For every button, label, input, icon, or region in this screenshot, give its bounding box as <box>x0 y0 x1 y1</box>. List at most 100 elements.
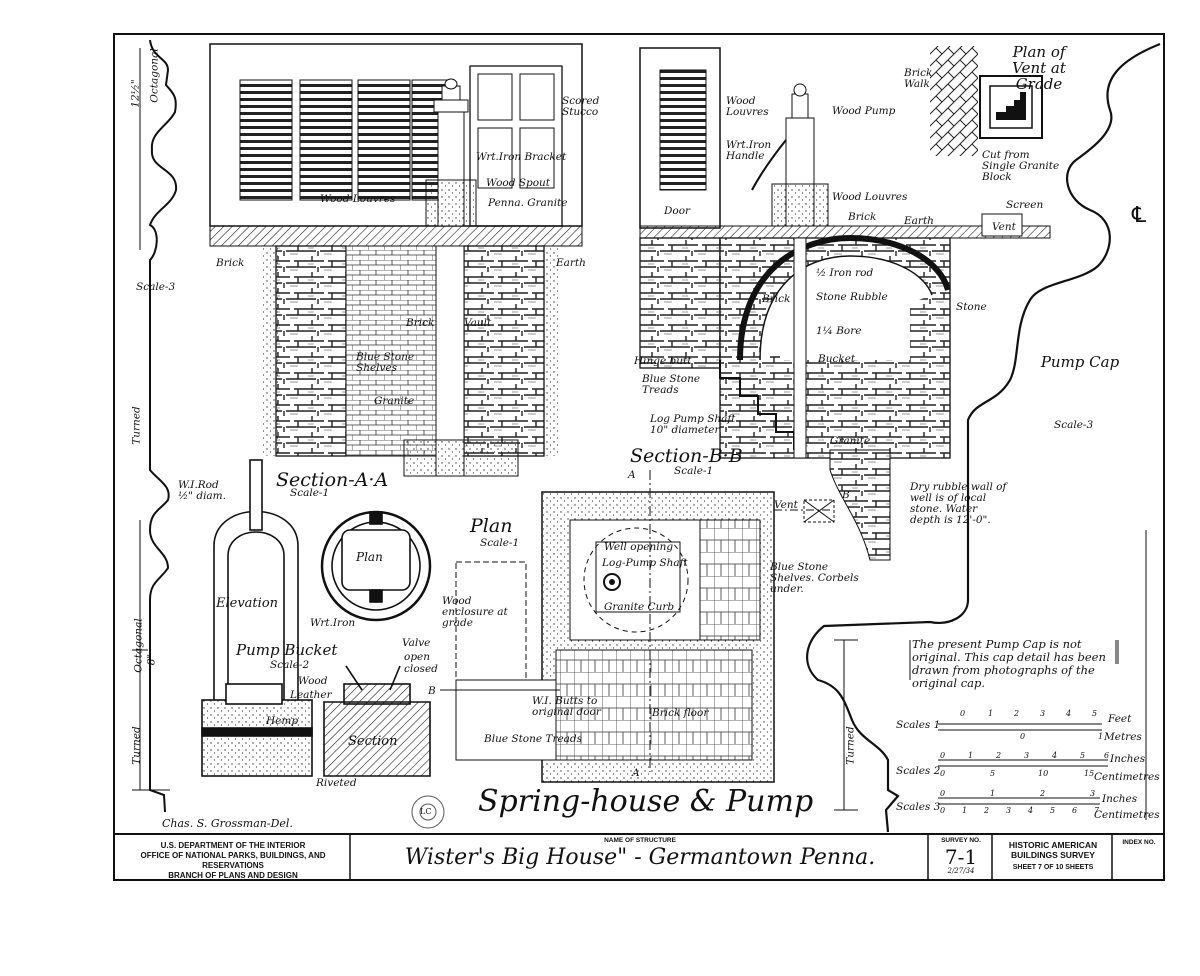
label-log-pump-shaft-plan: Log-Pump Shaft <box>602 557 688 569</box>
delineator: Chas. S. Grossman-Del. <box>162 817 293 830</box>
label-blue-stone-treads-plan: Blue Stone Treads <box>484 733 583 745</box>
scale3-bottom-unit: Centimetres <box>1094 809 1160 821</box>
scale2-bottom-unit: Centimetres <box>1094 771 1160 783</box>
label-bucket: Bucket <box>818 353 856 365</box>
section-bb-title: Section-B·B <box>630 445 743 467</box>
graphic-scales <box>938 723 1108 805</box>
scale1-label: Scales 1 <box>896 719 941 731</box>
habs-line2: BUILDINGS SURVEY <box>1011 850 1095 860</box>
scale2-tick: 0 <box>940 769 946 778</box>
label-b-right: B <box>842 489 850 501</box>
scale3-tick: 1 <box>962 806 968 815</box>
scale2-tick: 5 <box>1080 751 1086 760</box>
label-granite-curb: Granite Curb <box>604 601 675 613</box>
scale2-top-unit: Inches <box>1110 753 1146 765</box>
label-brick-walk: Brick Walk <box>904 67 933 90</box>
survey-number: 7-1 <box>944 845 978 869</box>
label-blue-stone-shelves-plan: Blue Stone Shelves. Corbels under. <box>770 561 859 595</box>
label-brick-c: Brick <box>762 293 791 305</box>
section-bb-scale: Scale-1 <box>674 465 714 477</box>
label-brick-b: Brick <box>848 211 877 223</box>
label-section-b: Section <box>348 734 398 749</box>
label-dry-rubble: Dry rubble wall of well is of local ston… <box>910 481 1007 526</box>
label-wood-b: Wood <box>298 675 328 687</box>
structure-name: Wister's Big House" - Germantown Penna. <box>404 845 876 870</box>
label-wrt-iron-handle: Wrt.Iron Handle <box>726 139 772 162</box>
label-iron-rod: ½ Iron rod <box>816 267 874 279</box>
scale1-tick: 4 <box>1066 709 1072 718</box>
scale3-tick: 1 <box>990 789 996 798</box>
label-hemp: Hemp <box>266 715 299 727</box>
label-wood-louvres-a: Wood Louvres <box>320 193 396 205</box>
survey-date: 2/27/34 <box>947 867 975 875</box>
label-wrt-iron-bracket: Wrt.Iron Bracket <box>476 151 567 163</box>
label-turned-left2: Turned <box>130 726 143 765</box>
pump-bucket-scale: Scale-2 <box>270 659 310 671</box>
label-a-top: A <box>628 469 636 481</box>
label-a-bottom: A <box>632 767 640 779</box>
drawing-title: Spring-house & Pump <box>478 784 814 819</box>
label-brick-a: Brick <box>216 257 245 269</box>
section-aa-drawing <box>209 43 583 477</box>
scale1-tick: 2 <box>1014 709 1020 718</box>
label-scored-stucco: Scored Stucco <box>562 95 600 118</box>
index-caption: INDEX NO. <box>1122 839 1156 846</box>
label-wi-butts: W.I. Butts to original door <box>532 695 601 718</box>
label-turned-right: Turned <box>844 726 857 765</box>
scale1-tick: 1 <box>988 709 994 718</box>
pump-bucket-title: Pump Bucket <box>236 641 338 659</box>
vent-plan-title: Plan of Vent at Grade <box>1012 43 1066 93</box>
label-vault: Vault <box>464 317 492 329</box>
agency-line: U.S. DEPARTMENT OF THE INTERIOR <box>160 841 306 850</box>
scale2-tick: 4 <box>1052 751 1058 760</box>
label-wi-rod: W.I.Rod ½" diam. <box>178 479 226 502</box>
section-aa-scale: Scale-1 <box>290 487 330 499</box>
label-brick-vault: Brick <box>406 317 435 329</box>
label-elevation: Elevation <box>216 596 279 611</box>
plan-scale: Scale-1 <box>480 537 520 549</box>
label-hinge-butt: Hinge butt <box>634 355 692 367</box>
label-wrt-iron: Wrt.Iron <box>310 617 356 629</box>
lc-stamp: LC <box>420 807 432 816</box>
pump-cap-title: Pump Cap <box>1040 353 1120 371</box>
label-blue-stone-shelves: Blue Stone Shelves <box>356 351 415 374</box>
scale1-tick: 0 <box>960 709 966 718</box>
label-valve: Valve <box>402 637 431 649</box>
label-earth-a: Earth <box>556 257 586 269</box>
label-brick-floor: Brick floor <box>652 707 709 719</box>
scale3-tick: 2 <box>984 806 990 815</box>
branch-line: BRANCH OF PLANS AND DESIGN <box>168 871 298 880</box>
scale2-tick: 3 <box>1024 751 1030 760</box>
scale3-tick: 2 <box>1040 789 1046 798</box>
pipe-symbol: ℄ <box>1132 203 1147 228</box>
scale3-label: Scales 3 <box>896 801 941 813</box>
label-blue-stone-treads: Blue Stone Treads <box>642 373 701 396</box>
plan-drawing <box>440 470 835 783</box>
scale1-bottom-unit: Metres <box>1104 731 1142 743</box>
right-cap-profile <box>806 42 1161 833</box>
scale3-tick: 5 <box>1050 806 1056 815</box>
wood-pump-title: Wood Pump <box>832 105 896 117</box>
habs-line1: HISTORIC AMERICAN <box>1008 840 1098 850</box>
label-wood-louvres-b: Wood Louvres <box>726 95 769 118</box>
label-vent-plan: Vent <box>774 499 798 511</box>
label-wood-louvres-c: Wood Louvres <box>832 191 908 203</box>
label-screen: Screen <box>1006 199 1044 211</box>
label-log-pump-shaft: Log Pump Shaft 10" diameter <box>650 413 736 436</box>
label-octagonal-left: Octagonal <box>132 618 145 673</box>
scale1-tick: 3 <box>1040 709 1046 718</box>
scale1-tick: 5 <box>1092 709 1098 718</box>
office-line: OFFICE OF NATIONAL PARKS, BUILDINGS, AND… <box>140 851 326 870</box>
label-wood-spout: Wood Spout <box>486 177 550 189</box>
scale3-tick: 0 <box>940 789 946 798</box>
scale2-tick: 0 <box>940 751 946 760</box>
label-riveted: Riveted <box>316 777 357 789</box>
label-turned-left: Turned <box>130 406 143 445</box>
label-plan-bucket: Plan <box>356 550 383 564</box>
label-b-left: B <box>428 685 436 697</box>
label-granite-a: Granite <box>374 395 415 407</box>
label-penna-granite: Penna. Granite <box>488 197 568 209</box>
scale3-tick: 3 <box>1090 789 1096 798</box>
sheet-text: SHEET 7 OF 10 SHEETS <box>1012 864 1094 871</box>
